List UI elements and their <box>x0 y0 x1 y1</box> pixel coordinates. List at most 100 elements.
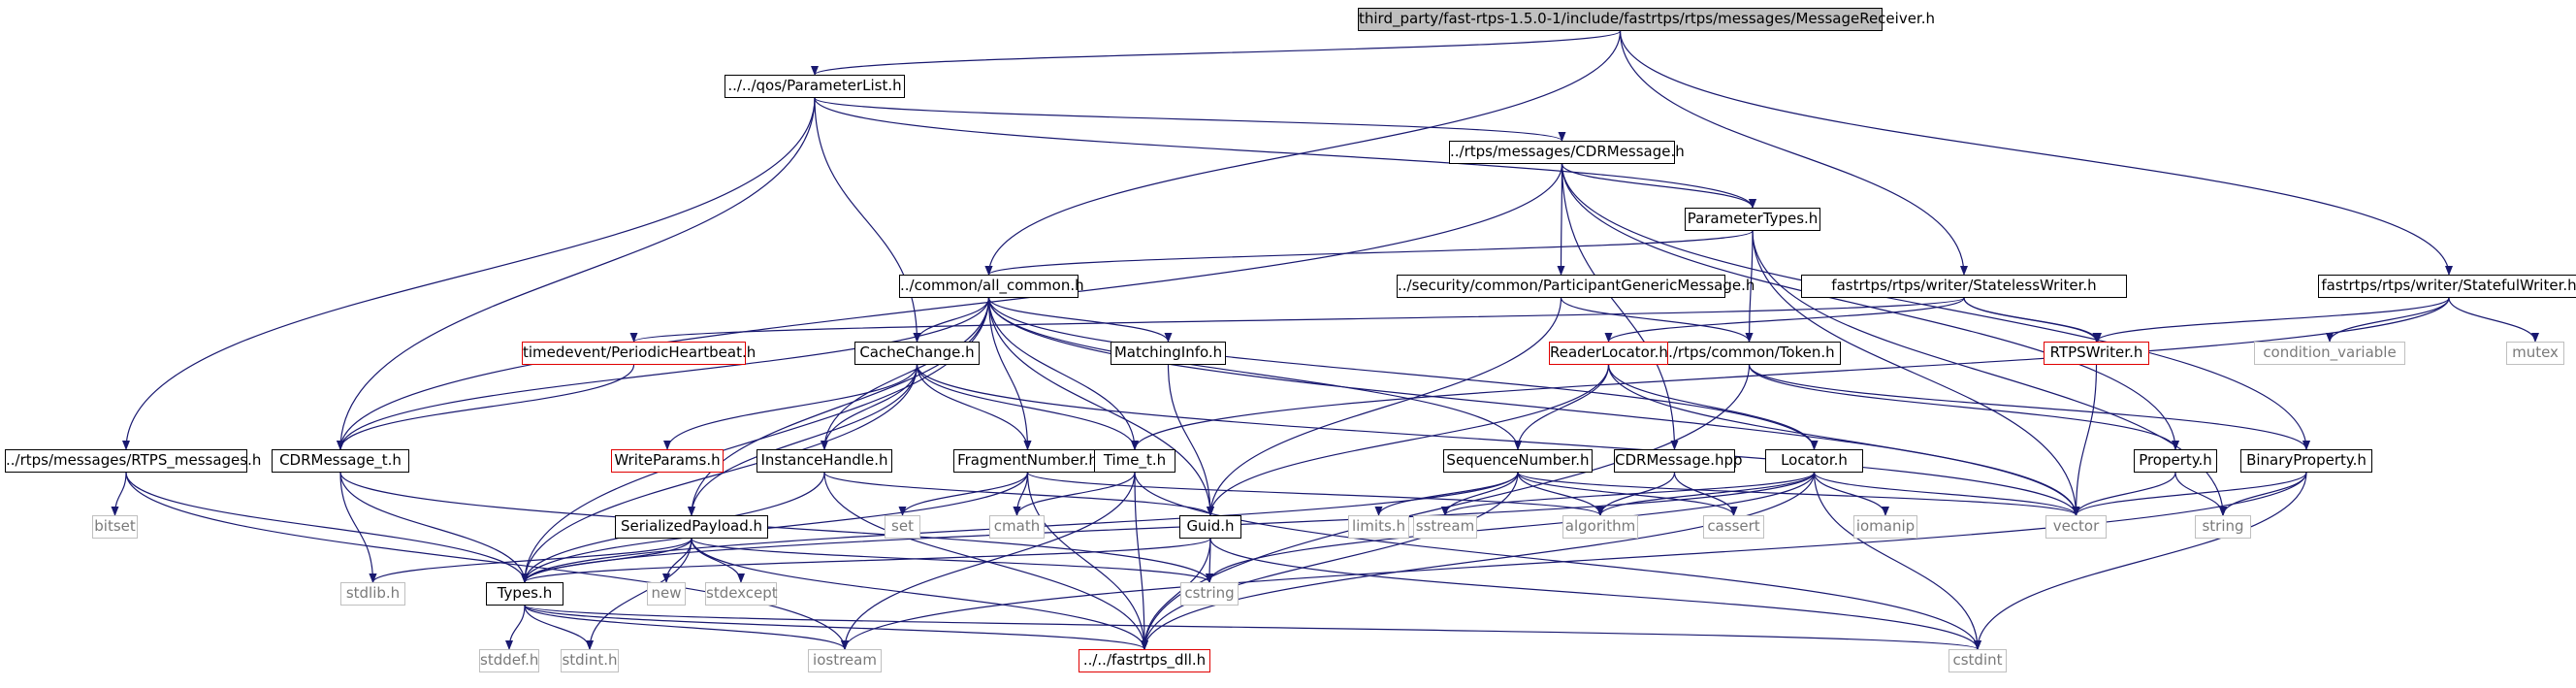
edge-participant-to-guid <box>1207 297 1562 516</box>
edge-parametertypes-to-token <box>1745 230 1754 343</box>
edge-cachechange-to-fragmentnumber <box>916 364 1032 450</box>
node-writeparams[interactable]: WriteParams.h <box>611 449 724 473</box>
edge-participant-to-token <box>1560 297 1754 343</box>
edge-timedevent-to-cdrmessage_t <box>337 364 635 450</box>
edge-guid-to-types <box>521 538 1211 583</box>
node-sequencenumber[interactable]: SequenceNumber.h <box>1443 449 1593 473</box>
node-cdrmessage_t[interactable]: CDRMessage_t.h <box>272 449 409 473</box>
edge-root-to-statefulwriter <box>1619 30 2453 276</box>
edge-serializedpayload-to-types <box>521 538 692 583</box>
edge-cachechange-to-writeparams <box>663 364 918 450</box>
edge-types-to-stdint <box>524 605 594 650</box>
edge-cachechange-to-vector <box>916 364 2080 516</box>
edge-binaryproperty-to-vector <box>2072 472 2307 516</box>
edge-allcommon-to-guid <box>987 297 1214 516</box>
edge-sequencenumber-to-vector <box>1517 472 2080 516</box>
edge-statelesswriter-to-timedevent <box>630 297 1965 343</box>
edge-instancehandle-to-guid <box>823 472 1214 516</box>
node-cachechange[interactable]: CacheChange.h <box>854 342 980 365</box>
node-readerlocator[interactable]: ReaderLocator.h <box>1549 342 1668 365</box>
edge-paramlist-to-cachechange <box>814 97 921 343</box>
edge-cdrmessage-to-parametertypes <box>1561 163 1756 209</box>
node-fragmentnumber[interactable]: FragmentNumber.h <box>953 449 1102 473</box>
edge-time_t-to-cmath <box>1013 472 1136 516</box>
node-statelesswriter[interactable]: fastrtps/rtps/writer/StatelessWriter.h <box>1801 275 2127 298</box>
edge-paramlist-to-cdrmessage_t <box>337 97 816 450</box>
edge-allcommon-to-fragmentnumber <box>987 297 1032 450</box>
node-types[interactable]: Types.h <box>486 582 564 606</box>
edge-readerlocator-to-sequencenumber <box>1514 364 1610 450</box>
node-paramlist[interactable]: ../../qos/ParameterList.h <box>724 75 905 98</box>
edge-serializedpayload-to-dll <box>691 538 1148 650</box>
node-algorithm: algorithm <box>1562 515 1638 539</box>
node-condvar: condition_variable <box>2254 342 2405 365</box>
edge-fragmentnumber-to-types <box>521 472 1029 583</box>
node-cassert: cassert <box>1703 515 1764 539</box>
node-locator[interactable]: Locator.h <box>1765 449 1863 473</box>
edge-cdrmessage_t-to-stdlib <box>339 472 377 583</box>
edge-token-to-property <box>1748 364 2179 450</box>
node-set: set <box>885 515 920 539</box>
node-binaryproperty[interactable]: BinaryProperty.h <box>2240 449 2372 473</box>
edge-locator-to-iomanip <box>1813 472 1889 516</box>
edge-time_t-to-iostream <box>841 472 1136 650</box>
node-cmath: cmath <box>989 515 1045 539</box>
node-vector: vector <box>2045 515 2107 539</box>
edge-token-to-binaryproperty <box>1748 364 2310 450</box>
edge-locator-to-vector <box>1813 472 2080 516</box>
edge-root-to-paramlist <box>811 30 1622 76</box>
node-instancehandle[interactable]: InstanceHandle.h <box>757 449 892 473</box>
node-stdlib: stdlib.h <box>340 582 405 606</box>
node-participant[interactable]: ../security/common/ParticipantGenericMes… <box>1397 275 1755 298</box>
edges <box>111 30 2539 650</box>
node-token[interactable]: ../rtps/common/Token.h <box>1658 342 1841 365</box>
edge-sequencenumber-to-dll <box>1141 472 1519 650</box>
node-timedevent[interactable]: timedevent/PeriodicHeartbeat.h <box>522 342 756 365</box>
node-limits: limits.h <box>1348 515 1409 539</box>
edge-root-to-statelesswriter <box>1619 30 1968 276</box>
node-string: string <box>2195 515 2251 539</box>
edge-guid-to-dll <box>1141 538 1211 650</box>
edge-property-to-vector <box>2072 472 2176 516</box>
node-allcommon[interactable]: ../common/all_common.h <box>899 275 1084 298</box>
node-cdrmessage[interactable]: ../rtps/messages/CDRMessage.h <box>1449 141 1685 164</box>
edge-rtpsmessages-to-bitset <box>111 472 127 516</box>
node-rtpsmessages[interactable]: ../rtps/messages/RTPS_messages.h <box>5 449 261 473</box>
node-root[interactable]: third_party/fast-rtps-1.5.0-1/include/fa… <box>1358 8 1935 31</box>
edge-statefulwriter-to-mutex <box>2448 297 2539 343</box>
edge-locator-to-algorithm <box>1596 472 1816 516</box>
node-sstream: sstream <box>1413 515 1477 539</box>
edge-cachechange-to-serializedpayload <box>688 364 918 516</box>
node-time_t[interactable]: Time_t.h <box>1094 449 1175 473</box>
edge-cachechange-to-instancehandle <box>821 364 918 450</box>
node-bitset: bitset <box>92 515 138 539</box>
node-statefulwriter[interactable]: fastrtps/rtps/writer/StatefulWriter.h <box>2318 275 2576 298</box>
edge-rtpsmessages-to-iostream <box>125 472 849 650</box>
node-parametertypes[interactable]: ParameterTypes.h <box>1685 208 1820 231</box>
edge-locator-to-cstring <box>1206 472 1816 583</box>
node-cdrmessagehpp[interactable]: CDRMessage.hpp <box>1614 449 1743 473</box>
edge-statefulwriter-to-condvar <box>2326 297 2450 343</box>
edge-rtpswriter-to-vector <box>2072 364 2098 516</box>
node-new: new <box>647 582 686 606</box>
node-serializedpayload[interactable]: SerializedPayload.h <box>615 515 768 539</box>
edge-parametertypes-to-allcommon <box>984 230 1754 276</box>
node-guid[interactable]: Guid.h <box>1179 515 1241 539</box>
edge-allcommon-to-matchinginfo <box>987 297 1173 343</box>
edge-serializedpayload-to-stdlib <box>369 538 692 583</box>
edge-fragmentnumber-to-set <box>898 472 1029 516</box>
edge-types-to-cstdint <box>524 605 1981 650</box>
node-mutex: mutex <box>2506 342 2564 365</box>
node-rtpswriter[interactable]: RTPSWriter.h <box>2044 342 2149 365</box>
node-matchinginfo[interactable]: MatchingInfo.h <box>1111 342 1226 365</box>
edge-types-to-dll <box>524 605 1148 650</box>
edge-guid-to-cstdint <box>1209 538 1981 650</box>
edge-root-to-allcommon <box>984 30 1622 276</box>
node-property[interactable]: Property.h <box>2134 449 2217 473</box>
edge-instancehandle-to-dll <box>823 472 1148 650</box>
edge-cdrmessage-to-cdrmessage_t <box>337 163 1563 450</box>
node-dll[interactable]: ../../fastrtps_dll.h <box>1079 649 1210 672</box>
edge-types-to-iostream <box>524 605 849 650</box>
